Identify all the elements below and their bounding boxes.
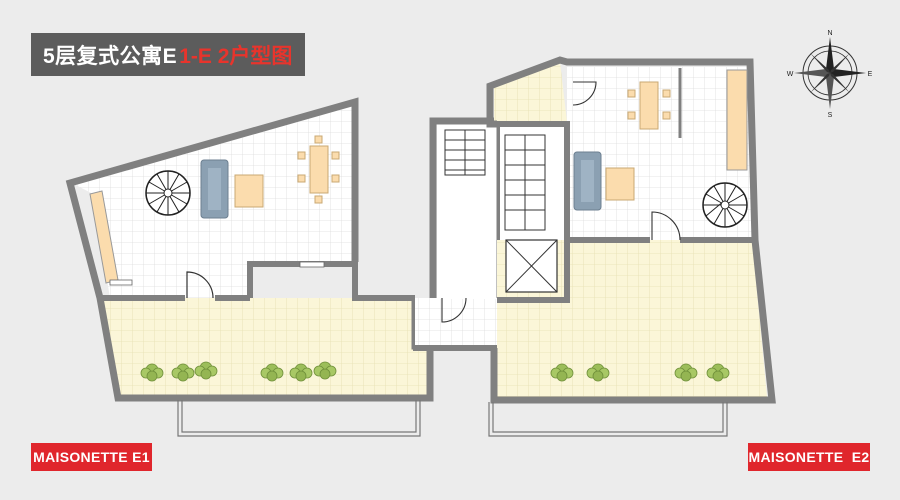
unit-label-e1: MAISONETTE E1 xyxy=(31,443,152,471)
balcony-railing-e2 xyxy=(488,402,728,437)
title-banner: 5层复式公寓E 1-E 2户型图 xyxy=(31,33,305,76)
compass-e: E xyxy=(868,71,873,78)
kitchen-counter-e2 xyxy=(726,69,748,171)
unit-e1 xyxy=(65,97,434,437)
dining-set-e2 xyxy=(627,81,671,130)
compass-w: W xyxy=(787,71,794,78)
compass-icon: N S E W xyxy=(787,30,873,119)
title-main: 5层复式公寓E xyxy=(43,44,178,68)
dining-set-e1 xyxy=(297,135,340,204)
spiral-stair-e2 xyxy=(702,182,748,228)
wall-e2 xyxy=(486,56,776,404)
spiral-stair-e1 xyxy=(145,170,191,216)
coffee-table-e1 xyxy=(234,174,264,208)
door-e1 xyxy=(186,271,214,299)
elevator-icon xyxy=(505,239,558,293)
compass-s: S xyxy=(828,112,833,119)
coffee-table-e2 xyxy=(605,167,635,201)
unit-label-e2: MAISONETTE E2 xyxy=(748,443,870,471)
compass-n: N xyxy=(827,30,832,37)
unit-e2 xyxy=(486,56,776,437)
title-sub: 1-E 2户型图 xyxy=(179,44,293,68)
stair-core xyxy=(413,117,504,351)
balcony-railing-e1 xyxy=(177,400,421,437)
